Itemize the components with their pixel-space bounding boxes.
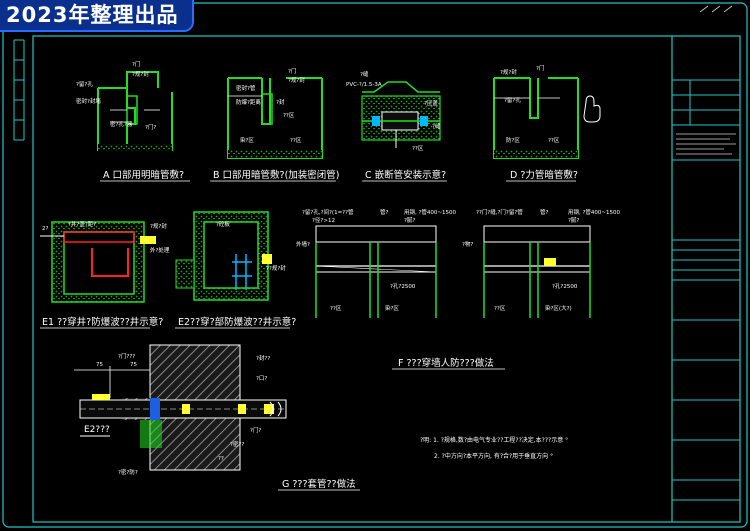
detail-G-callout: ?口? xyxy=(256,375,267,382)
detail-E2-callout: ??规?封 xyxy=(266,264,286,272)
detail-F-right-slab xyxy=(483,225,591,243)
detail-C-callout: ??区 xyxy=(412,145,424,152)
detail-F-right-callout: 用钢, ?管400~1500 xyxy=(568,208,621,216)
detail-D-floor xyxy=(494,150,578,158)
detail-F-right-callout: ?物? xyxy=(462,240,473,248)
detail-E2-riser xyxy=(232,254,252,290)
detail-D-caption: D ?力管暗管敷? xyxy=(510,169,578,181)
detail-B-callout: ?门 xyxy=(288,67,296,75)
detail-F-left-slab xyxy=(315,225,437,243)
detail-B-callout: 密封?管 xyxy=(236,84,256,92)
watermark-banner: 2023年整理出品 xyxy=(0,0,195,32)
detail-G-callout: ?门??? xyxy=(118,352,135,360)
detail-D-callout: ?留?孔 xyxy=(504,96,521,104)
detail-F-left-callout: ?孔?2500 xyxy=(390,282,416,290)
detail-B-callout: 染?区 xyxy=(240,136,254,144)
detail-A xyxy=(97,71,173,151)
detail-B-caption: B 口部用暗管敷?(加装密闭管) xyxy=(213,169,340,181)
detail-D-callout: ?门 xyxy=(536,64,544,72)
hand-cursor-icon xyxy=(583,95,601,123)
detail-D-wall xyxy=(493,77,579,159)
detail-G-callout: 75 xyxy=(130,362,137,368)
detail-C xyxy=(361,81,441,148)
detail-E1-seal-plate xyxy=(63,231,135,243)
detail-B-callout: ?规?封 xyxy=(288,76,305,84)
left-margin-ruler xyxy=(13,39,25,141)
detail-F-caption: F ???穿墙人防???做法 xyxy=(398,357,494,369)
detail-F-right-callout: ?孔?2500 xyxy=(552,282,578,290)
detail-F-left xyxy=(315,225,437,318)
note-line-1: ?明: 1. ?规格,数?由电气专业??工程??决定,本???示意 ° xyxy=(420,436,568,444)
detail-E2-caption: E2??穿?部防爆波??井示意? xyxy=(178,316,296,328)
detail-A-callout: ?留?孔 xyxy=(76,80,93,88)
detail-G-callout: ?封?? xyxy=(256,354,270,362)
detail-G-section-label: E2??? xyxy=(84,425,110,435)
detail-D xyxy=(493,77,601,159)
detail-G-caption: G ???套管??做法 xyxy=(282,478,356,490)
detail-B-floor xyxy=(228,150,322,158)
detail-G-callout: ?密?防? xyxy=(118,468,138,476)
detail-A-callout: ?规?封 xyxy=(132,70,149,78)
detail-F-right-callout: 染?区(大?) xyxy=(545,304,572,312)
note-line-2: 2. ?中方向?本平方向, 有?合?用于垂直方向 ° xyxy=(434,452,553,460)
detail-F-left-callout: 用钢, ?管400~1500 xyxy=(404,208,457,216)
detail-F-right-callout: 管? xyxy=(540,208,549,216)
detail-F-right-callout: ??区 xyxy=(494,305,506,312)
detail-E1-callout: ?规?封 xyxy=(150,222,167,230)
detail-A-callout: 密?孔?器 xyxy=(110,120,133,128)
detail-C-callout: ?缝 xyxy=(360,70,369,78)
detail-F-left-callout: ??区 xyxy=(330,305,342,312)
detail-F-right-callout: ??门?缝,?门?留?管 xyxy=(476,208,523,216)
detail-E1-caption: E1 ??穿井?防爆波??井示意? xyxy=(42,316,163,328)
detail-F-right xyxy=(483,225,591,318)
detail-A-callout: ?门? xyxy=(145,123,156,131)
detail-A-wall xyxy=(97,71,173,151)
title-block xyxy=(672,79,740,501)
detail-B-callout: ??区 xyxy=(290,137,302,144)
detail-D-callout: 防?区 xyxy=(506,136,520,144)
detail-E1-callout: 2? xyxy=(42,226,48,232)
detail-A-callout: 密封?封堵 xyxy=(76,97,101,105)
detail-F-right-callout: ?腻? xyxy=(568,216,579,224)
detail-G xyxy=(74,344,287,471)
detail-F-left-callout: 外墙? xyxy=(296,240,310,248)
detail-E1-callout: 外?处理 xyxy=(150,246,170,254)
detail-E1-callout: ?井?盖?距? xyxy=(68,220,96,228)
detail-A-caption: A 口部用明暗管敷? xyxy=(103,169,184,181)
detail-C-callout: PVC-?/1.5-3A xyxy=(346,82,382,88)
detail-A-floor xyxy=(98,144,172,151)
detail-B-callout: ??区 xyxy=(283,112,295,119)
detail-F-left-callout: ?径?>12 xyxy=(312,216,335,224)
detail-A-callout: ?门 xyxy=(132,60,140,68)
detail-D-callout: ??区 xyxy=(548,137,560,144)
detail-C-callout: ?压盖 xyxy=(424,99,438,107)
detail-G-callout: ?门? xyxy=(250,426,261,434)
detail-F-left-callout: 管? xyxy=(380,208,389,216)
detail-G-callout: ?密?? xyxy=(230,440,244,448)
detail-B-callout: ?封 xyxy=(276,98,285,106)
detail-E1-red-pipe xyxy=(91,248,129,277)
detail-B xyxy=(227,77,323,159)
title-block-text-lines xyxy=(676,5,736,155)
detail-E2-callout: ?砼板 xyxy=(216,220,230,228)
detail-E2 xyxy=(175,211,272,301)
detail-G-callout: ?? xyxy=(218,456,224,462)
detail-B-callout: 防爆?距离 xyxy=(236,98,261,106)
detail-F-left-callout: ?腻? xyxy=(404,216,415,224)
detail-F-left-callout: 染?区 xyxy=(385,304,399,312)
detail-G-callout: 75 xyxy=(96,362,103,368)
detail-C-caption: C 嵌断管安装示意? xyxy=(365,169,446,181)
detail-F-left-callout: ?留?孔,?间?(1=??管 xyxy=(302,208,354,216)
detail-D-callout: ?规?封 xyxy=(500,68,517,76)
detail-E1 xyxy=(40,221,156,303)
detail-C-callout: ?缝 xyxy=(432,122,441,130)
detail-B-door-frame xyxy=(261,93,273,125)
